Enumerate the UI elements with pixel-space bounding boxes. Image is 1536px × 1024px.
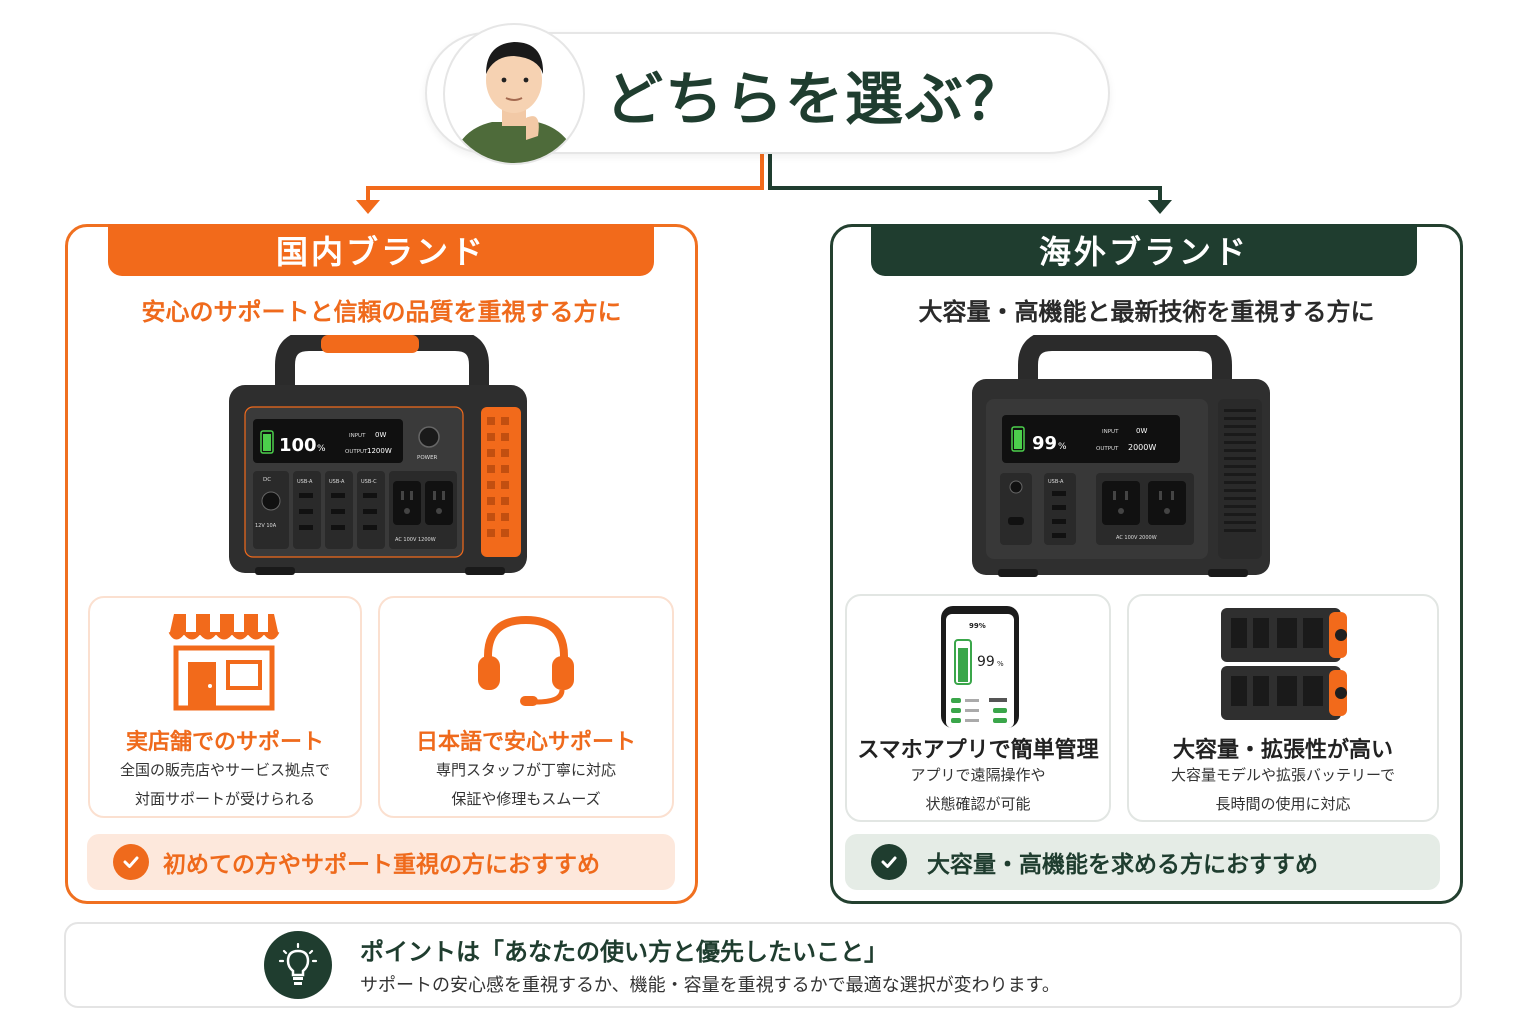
store-support-title: 実店舗でのサポート bbox=[125, 730, 324, 755]
overseas-subtitle: 大容量・高機能と最新技術を重視する方に bbox=[918, 298, 1375, 326]
capacity-expansion-card: 大容量・拡張性が高い 大容量モデルや拡張バッテリーで 長時間の使用に対応 bbox=[1127, 594, 1439, 822]
domestic-recommendation: 初めての方やサポート重視の方におすすめ bbox=[87, 834, 675, 890]
check-icon bbox=[871, 844, 907, 880]
store-support-card: 実店舗でのサポート 全国の販売店やサービス拠点で 対面サポートが受けられる bbox=[88, 596, 362, 818]
capacity-expansion-desc-2: 長時間の使用に対応 bbox=[1215, 795, 1351, 813]
domestic-battery-readout: 100 bbox=[279, 435, 317, 456]
overseas-brand-tab: 海外ブランド bbox=[871, 224, 1417, 276]
svg-text:USB-A: USB-A bbox=[329, 479, 345, 485]
capacity-expansion-desc-1: 大容量モデルや拡張バッテリーで bbox=[1170, 766, 1396, 784]
stacked-batteries-icon bbox=[1221, 608, 1347, 720]
svg-text:USB-A: USB-A bbox=[297, 479, 313, 485]
point-description: サポートの安心感を重視するか、機能・容量を重視するかで最適な選択が変わります。 bbox=[360, 975, 1060, 996]
overseas-recommendation: 大容量・高機能を求める方におすすめ bbox=[845, 834, 1440, 890]
japanese-support-desc-1: 専門スタッフが丁寧に対応 bbox=[435, 761, 616, 779]
overseas-battery-readout: 99 bbox=[1032, 433, 1057, 454]
svg-text:%: % bbox=[317, 444, 326, 454]
svg-text:%: % bbox=[997, 660, 1004, 668]
svg-text:OUTPUT: OUTPUT bbox=[1096, 446, 1119, 452]
branch-arrows bbox=[356, 150, 1172, 214]
svg-text:AC 100V 1200W: AC 100V 1200W bbox=[395, 537, 436, 543]
domestic-subtitle: 安心のサポートと信頼の品質を重視する方に bbox=[141, 298, 622, 326]
domestic-brand-tab: 国内ブランド bbox=[108, 224, 654, 276]
smartphone-app-icon: 99% 99 % bbox=[941, 606, 1019, 728]
overseas-power-station-image: 99 % INPUT 0W OUTPUT 2000W USB-A AC 100V… bbox=[972, 335, 1270, 577]
svg-text:OUTPUT: OUTPUT bbox=[345, 449, 368, 455]
svg-text:USB-A: USB-A bbox=[1048, 479, 1064, 485]
page-title: どちらを選ぶ？ bbox=[605, 65, 1026, 133]
japanese-support-card: 日本語で安心サポート 専門スタッフが丁寧に対応 保証や修理もスムーズ bbox=[378, 596, 674, 818]
svg-text:POWER: POWER bbox=[417, 455, 438, 461]
domestic-power-station-image: 100 % INPUT 0W OUTPUT 1200W POWER DC 12V… bbox=[229, 335, 527, 575]
overseas-recommendation-text: 大容量・高機能を求める方におすすめ bbox=[927, 852, 1318, 878]
point-title: ポイントは「あなたの使い方と優先したいこと」 bbox=[360, 938, 888, 966]
svg-text:0W: 0W bbox=[375, 431, 386, 439]
svg-text:USB-C: USB-C bbox=[361, 479, 377, 485]
store-icon bbox=[168, 614, 280, 711]
headset-icon bbox=[478, 615, 574, 706]
svg-text:INPUT: INPUT bbox=[349, 433, 366, 439]
domestic-recommendation-text: 初めての方やサポート重視の方におすすめ bbox=[163, 852, 600, 878]
japanese-support-title: 日本語で安心サポート bbox=[415, 730, 636, 755]
app-management-card: 99% 99 % スマホアプリで簡単管理 アプリで遠隔操作や 状態確認が可能 bbox=[845, 594, 1111, 822]
svg-text:99%: 99% bbox=[969, 622, 986, 630]
thinking-person-icon bbox=[443, 23, 585, 165]
lightbulb-icon bbox=[264, 931, 332, 999]
svg-text:DC: DC bbox=[263, 477, 271, 483]
app-management-desc-1: アプリで遠隔操作や bbox=[910, 766, 1046, 784]
check-icon bbox=[113, 844, 149, 880]
svg-text:2000W: 2000W bbox=[1128, 443, 1156, 452]
app-management-title: スマホアプリで簡単管理 bbox=[857, 738, 1099, 763]
app-management-desc-2: 状態確認が可能 bbox=[925, 795, 1031, 813]
svg-text:INPUT: INPUT bbox=[1102, 429, 1119, 435]
svg-text:99: 99 bbox=[977, 654, 995, 670]
store-support-desc-2: 対面サポートが受けられる bbox=[134, 790, 315, 808]
svg-text:%: % bbox=[1058, 442, 1067, 452]
japanese-support-desc-2: 保証や修理もスムーズ bbox=[451, 790, 601, 808]
svg-text:12V 10A: 12V 10A bbox=[255, 523, 277, 529]
capacity-expansion-title: 大容量・拡張性が高い bbox=[1172, 738, 1393, 763]
svg-text:1200W: 1200W bbox=[367, 447, 392, 455]
svg-text:0W: 0W bbox=[1136, 427, 1147, 435]
store-support-desc-1: 全国の販売店やサービス拠点で bbox=[119, 761, 330, 779]
svg-text:AC 100V 2000W: AC 100V 2000W bbox=[1116, 535, 1157, 541]
